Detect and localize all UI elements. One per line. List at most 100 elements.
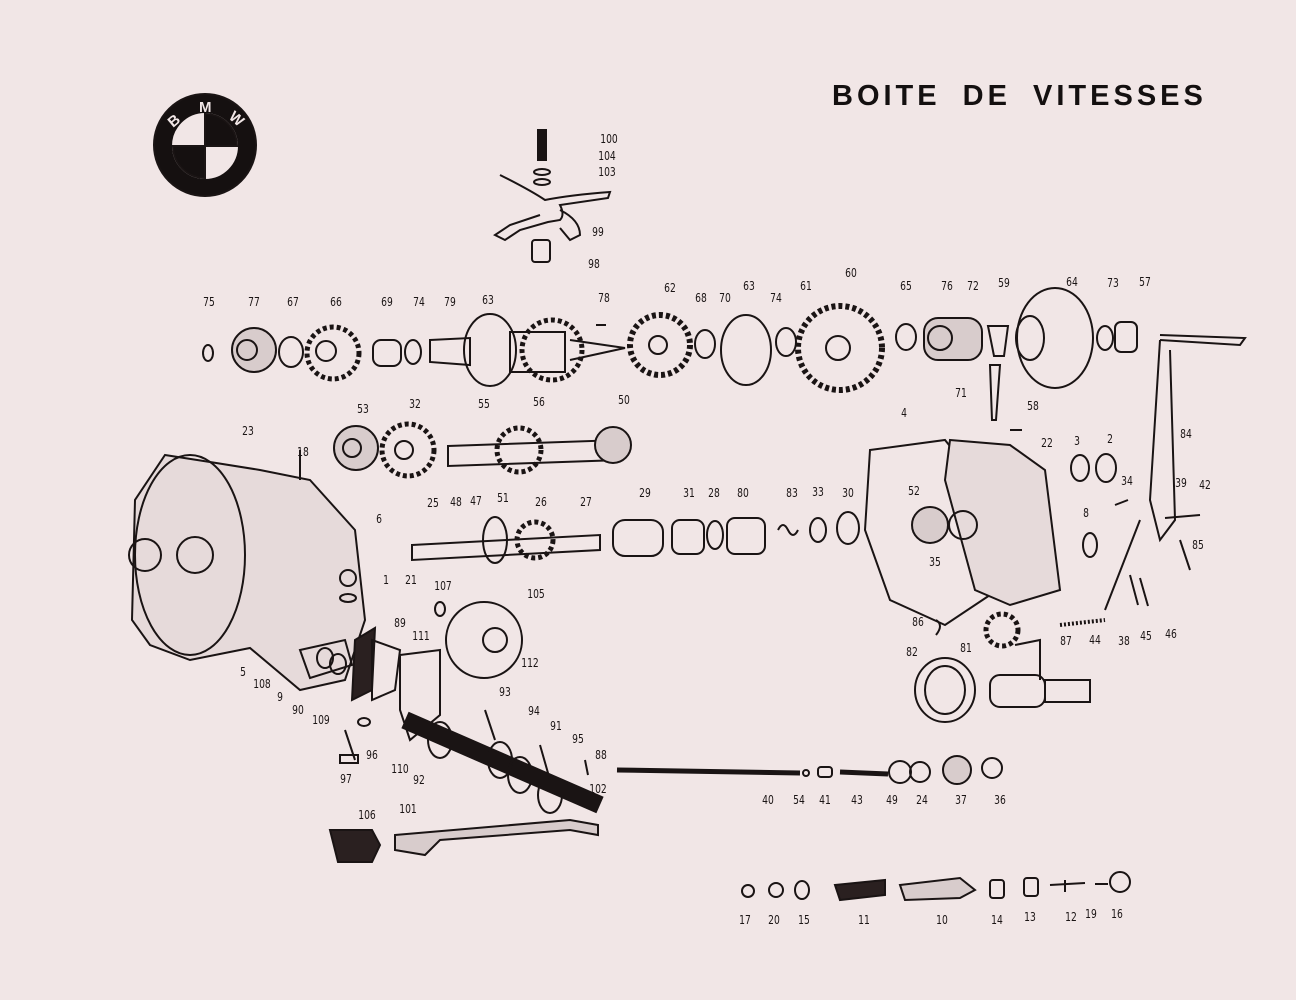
callout-label: 89 (394, 616, 406, 630)
callout-label: 26 (535, 495, 547, 509)
callout-label: 20 (768, 913, 780, 927)
callout-label: 47 (470, 494, 482, 508)
callout-label: 6 (376, 512, 382, 526)
callout-label: 103 (598, 165, 616, 179)
callout-label: 88 (595, 748, 607, 762)
callout-label: 46 (1165, 627, 1177, 641)
callout-label: 40 (762, 793, 774, 807)
callout-label: 112 (521, 656, 539, 670)
callout-label: 82 (906, 645, 918, 659)
callout-label: 69 (381, 295, 393, 309)
callout-label: 14 (991, 913, 1003, 927)
callout-label: 2 (1107, 432, 1113, 446)
row1-parts (202, 287, 1138, 393)
callout-label: 76 (941, 279, 953, 293)
callout-label: 39 (1175, 476, 1187, 490)
callout-label: 42 (1199, 478, 1211, 492)
callout-label: 43 (851, 793, 863, 807)
callout-label: 105 (527, 587, 545, 601)
callout-label: 63 (482, 293, 494, 307)
callout-label: 110 (391, 762, 409, 776)
callout-label: 100 (600, 132, 618, 146)
kickstart-spring-and-shaft (914, 611, 1106, 723)
callout-label: 37 (955, 793, 967, 807)
callout-label: 8 (1083, 506, 1089, 520)
callout-label: 23 (242, 424, 254, 438)
callout-label: 4 (901, 406, 907, 420)
callout-label: 52 (908, 484, 920, 498)
callout-label: 75 (203, 295, 215, 309)
callout-label: 44 (1089, 633, 1101, 647)
callout-label: 91 (550, 719, 562, 733)
callout-label: 24 (916, 793, 928, 807)
callout-label: 99 (592, 225, 604, 239)
svg-text:M: M (199, 99, 212, 116)
callout-label: 84 (1180, 427, 1192, 441)
callout-label: 62 (664, 281, 676, 295)
callout-label: 78 (598, 291, 610, 305)
callout-label: 68 (695, 291, 707, 305)
callout-label: 27 (580, 495, 592, 509)
callout-label: 41 (819, 793, 831, 807)
shift-fork-assembly (493, 129, 612, 263)
callout-label: 49 (886, 793, 898, 807)
callout-label: 48 (450, 495, 462, 509)
callout-label: 72 (967, 279, 979, 293)
callout-label: 29 (639, 486, 651, 500)
callout-label: 33 (812, 485, 824, 499)
callout-label: 59 (998, 276, 1010, 290)
callout-label: 25 (427, 496, 439, 510)
callout-label: 15 (798, 913, 810, 927)
callout-label: 97 (340, 772, 352, 786)
callout-label: 36 (994, 793, 1006, 807)
callout-label: 66 (330, 295, 342, 309)
callout-label: 92 (413, 773, 425, 787)
callout-label: 5 (240, 665, 246, 679)
callout-label: 63 (743, 279, 755, 293)
callout-label: 35 (929, 555, 941, 569)
callout-label: 17 (739, 913, 751, 927)
callout-label: 1 (383, 573, 389, 587)
callout-label: 56 (533, 395, 545, 409)
callout-label: 54 (793, 793, 805, 807)
callout-label: 11 (858, 913, 870, 927)
callout-label: 90 (292, 703, 304, 717)
callout-label: 77 (248, 295, 260, 309)
callout-label: 111 (412, 629, 430, 643)
callout-label: 98 (588, 257, 600, 271)
callout-label: 10 (936, 913, 948, 927)
callout-label: 67 (287, 295, 299, 309)
callout-label: 86 (912, 615, 924, 629)
callout-label: 19 (1085, 907, 1097, 921)
callout-label: 18 (297, 445, 309, 459)
callout-label: 101 (399, 802, 417, 816)
callout-label: 34 (1121, 474, 1133, 488)
callout-label: 74 (413, 295, 425, 309)
callout-label: 3 (1074, 434, 1080, 448)
callout-label: 87 (1060, 634, 1072, 648)
callout-label: 70 (719, 291, 731, 305)
callout-label: 30 (842, 486, 854, 500)
callout-label: 79 (444, 295, 456, 309)
row3-parts (411, 334, 1247, 627)
callout-label: 60 (845, 266, 857, 280)
callout-label: 58 (1027, 399, 1039, 413)
callout-label: 94 (528, 704, 540, 718)
callout-label: 102 (589, 782, 607, 796)
callout-label: 32 (409, 397, 421, 411)
page-title: BOITE DE VITESSES (832, 80, 1207, 112)
callout-label: 104 (598, 149, 616, 163)
callout-label: 28 (708, 486, 720, 500)
callout-label: 61 (800, 279, 812, 293)
callout-label: 12 (1065, 910, 1077, 924)
callout-label: 80 (737, 486, 749, 500)
callout-label: 57 (1139, 275, 1151, 289)
bottom-small-parts (741, 871, 1131, 902)
kickstart-mechanism (298, 601, 604, 863)
gearbox-housing (128, 450, 367, 692)
callout-label: 51 (497, 491, 509, 505)
callout-label: 50 (618, 393, 630, 407)
callout-label: 21 (405, 573, 417, 587)
callout-label: 65 (900, 279, 912, 293)
callout-label: 73 (1107, 276, 1119, 290)
